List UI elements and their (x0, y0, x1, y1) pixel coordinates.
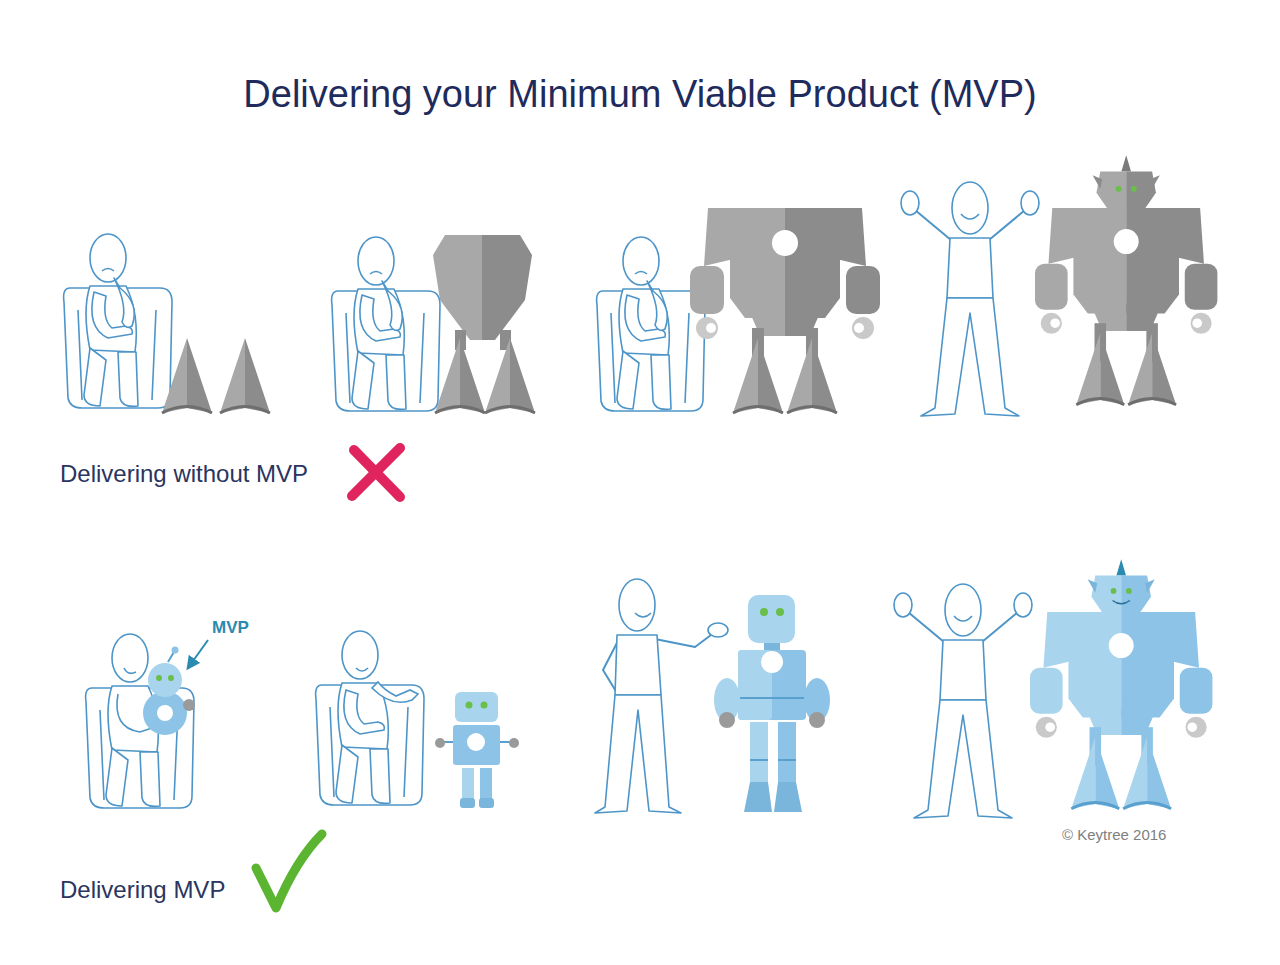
robot-foot (162, 338, 212, 413)
callout-label: MVP (212, 618, 249, 638)
sad-pose (360, 272, 402, 342)
seated-person (316, 631, 424, 805)
happy-person (901, 182, 1039, 416)
callout-arrow (188, 640, 208, 668)
seated-person (597, 237, 705, 411)
copyright-note: © Keytree 2016 (1062, 826, 1166, 844)
sad-pose (92, 269, 134, 339)
robot-foot (220, 338, 270, 413)
sad-pose (625, 272, 667, 342)
headless-robot (690, 208, 880, 413)
diagram-title: Delivering your Minimum Viable Product (… (243, 72, 1036, 118)
resting-arms (344, 668, 418, 734)
complete-blue-robot (1030, 559, 1212, 809)
row-without-mvp (64, 155, 1218, 416)
partial-robot (433, 235, 535, 413)
pointing-person (595, 579, 728, 813)
cross-mark (352, 448, 400, 497)
row-label: Delivering without MVP (60, 460, 308, 489)
row-with-mvp (86, 559, 1213, 818)
complete-robot (1035, 155, 1217, 405)
check-mark (256, 834, 322, 908)
row-label: Delivering MVP (60, 876, 225, 905)
mvp-robot (143, 647, 195, 736)
small-robot (435, 692, 519, 808)
happy-person (894, 584, 1032, 818)
seated-person (64, 234, 172, 408)
medium-robot (714, 595, 830, 812)
seated-person (332, 237, 440, 411)
seated-person (86, 634, 194, 808)
